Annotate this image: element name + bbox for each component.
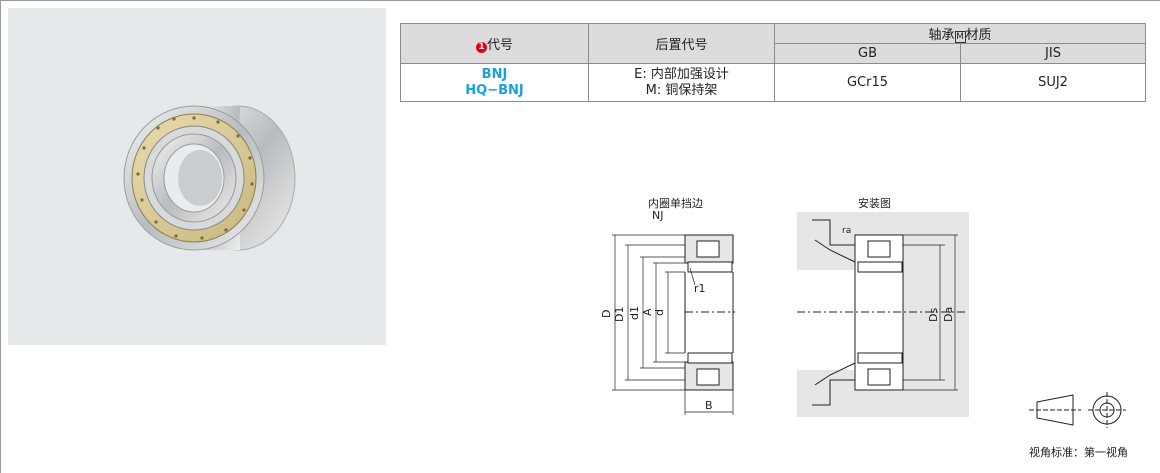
table-row: BNJ HQ−BNJ E: 内部加强设计 M: 铜保持架 GCr15 SUJ2 <box>400 63 1146 102</box>
bearing-image <box>123 105 296 251</box>
cell-gb: GCr15 <box>774 63 961 102</box>
right-drawing-title: 安装图 <box>858 197 891 210</box>
label-A: A <box>641 308 654 316</box>
label-Da: Da <box>942 307 955 322</box>
header-suffix: 后置代号 <box>588 23 775 64</box>
header-gb: GB <box>774 43 961 64</box>
label-Ds: Ds <box>927 308 940 322</box>
left-drawing-subtitle: NJ <box>652 209 664 222</box>
view-standard: 视角标准：第一视角 <box>1029 446 1128 459</box>
cell-code: BNJ HQ−BNJ <box>400 63 589 102</box>
header-jis: JIS <box>960 43 1146 64</box>
cell-suffix: E: 内部加强设计 M: 铜保持架 <box>588 63 775 102</box>
label-D: D <box>600 310 613 318</box>
cell-jis: SUJ2 <box>960 63 1146 102</box>
left-drawing-title: 内圈单挡边 <box>648 197 703 210</box>
label-d1: d1 <box>628 306 641 320</box>
product-photo <box>8 8 386 345</box>
label-B: B <box>705 399 713 412</box>
label-d: d <box>653 309 666 316</box>
label-ra: ra <box>842 226 851 236</box>
projection-symbol-icon <box>1029 392 1126 428</box>
label-r1: r1 <box>694 282 706 295</box>
label-D1: D1 <box>613 307 626 322</box>
badge-icon: 1 <box>475 42 487 53</box>
bearing-drawing: D D1 d1 A d B r1 ra Ds Da <box>600 212 969 417</box>
